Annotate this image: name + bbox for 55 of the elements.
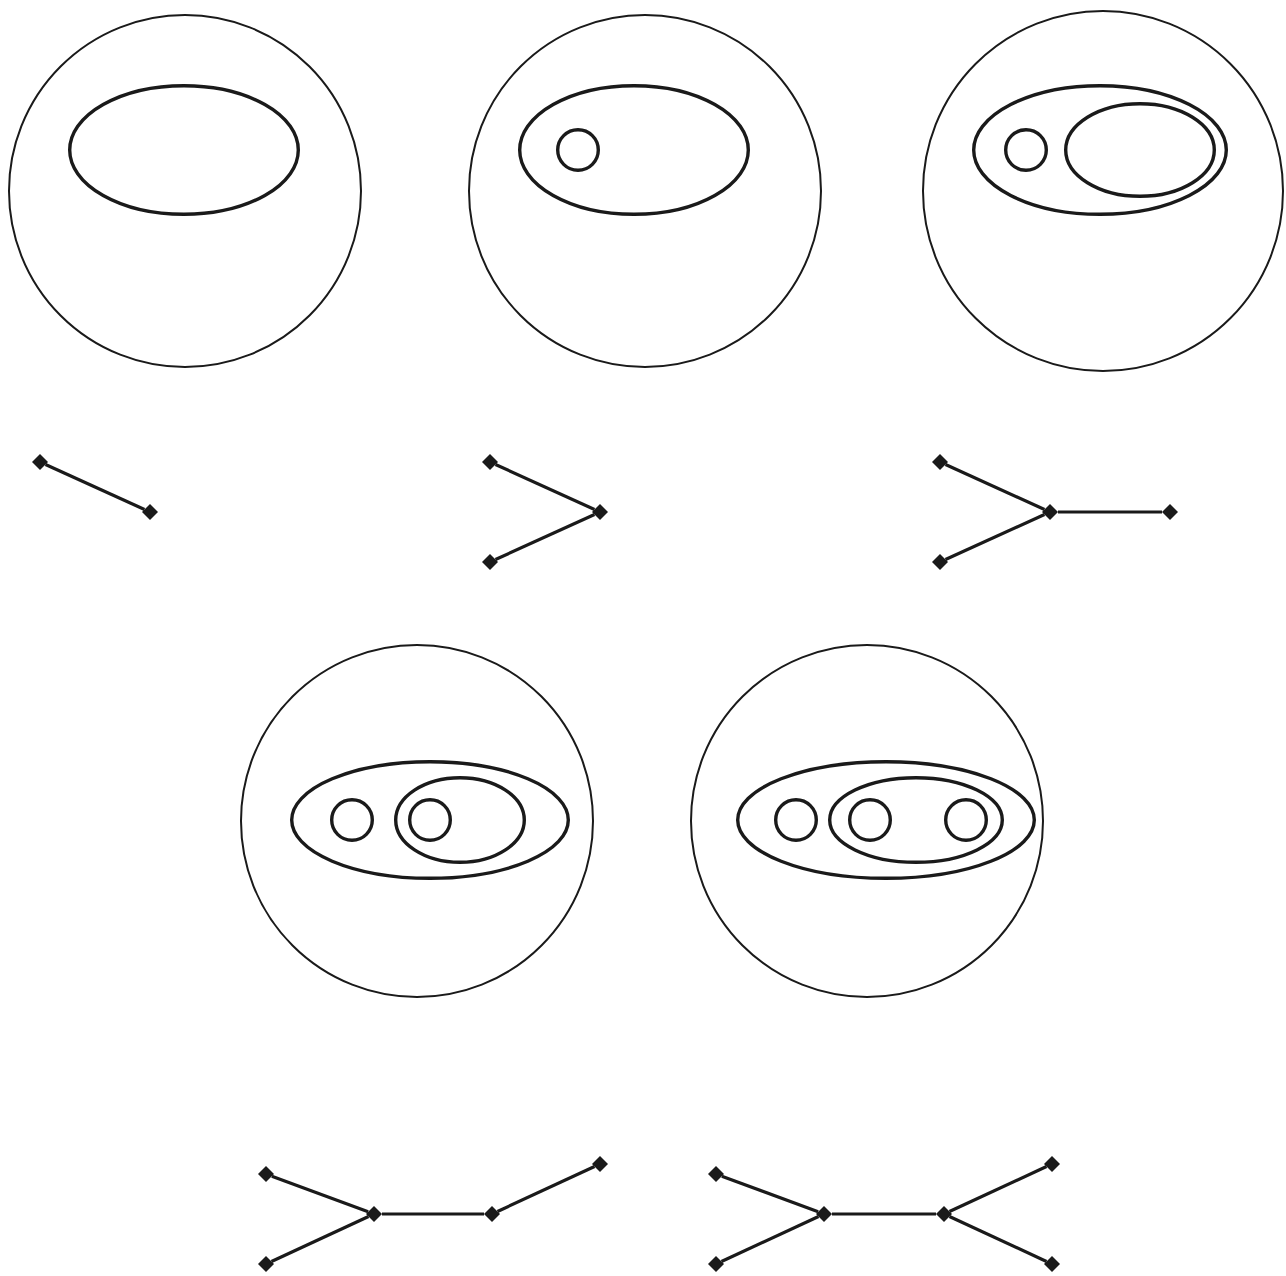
- circle-outline: [922, 10, 1284, 372]
- tree-vertex: [366, 1206, 382, 1222]
- circle-outline: [848, 798, 892, 842]
- tree-edge: [944, 463, 1046, 511]
- ellipse-outline: [68, 84, 300, 216]
- tree-edge: [496, 1165, 596, 1213]
- tree-vertex: [708, 1256, 724, 1272]
- tree-vertex: [932, 554, 948, 570]
- circle-outline: [408, 798, 452, 842]
- circle-outline: [1004, 128, 1048, 172]
- ellipse-outline: [394, 776, 526, 864]
- tree-edge: [494, 513, 596, 561]
- ellipse-outline: [828, 776, 1004, 864]
- circle-outline: [468, 14, 822, 368]
- tree-edge: [944, 513, 1046, 561]
- ellipse-outline: [290, 760, 570, 880]
- tree-vertex: [1162, 504, 1178, 520]
- tree-vertex: [1042, 504, 1058, 520]
- tree-edge: [948, 1165, 1048, 1213]
- tree-vertex: [258, 1256, 274, 1272]
- tree-vertex: [816, 1206, 832, 1222]
- tree-vertex: [932, 454, 948, 470]
- tree-vertex: [592, 504, 608, 520]
- tree-vertex: [32, 454, 48, 470]
- tree-vertex: [1044, 1156, 1060, 1172]
- circle-outline: [330, 798, 374, 842]
- circle-outline: [774, 798, 818, 842]
- tree-vertex: [484, 1206, 500, 1222]
- tree-vertex: [142, 504, 158, 520]
- circle-outline: [690, 644, 1044, 998]
- ellipse-outline: [518, 84, 750, 216]
- tree-vertex: [708, 1166, 724, 1182]
- tree-vertex: [936, 1206, 952, 1222]
- tree-edge: [948, 1215, 1048, 1263]
- ellipse-outline: [736, 760, 1036, 880]
- tree-vertex: [258, 1166, 274, 1182]
- tree-edge: [271, 1174, 369, 1214]
- tree-edge: [494, 463, 596, 511]
- tree-vertex: [482, 454, 498, 470]
- tree-edge: [270, 1215, 370, 1263]
- tree-edge: [721, 1174, 819, 1214]
- tree-edge: [1058, 510, 1162, 514]
- circle-outline: [556, 128, 600, 172]
- tree-edge: [832, 1212, 936, 1216]
- tree-vertex: [482, 554, 498, 570]
- circle-outline: [8, 14, 362, 368]
- tree-edge: [720, 1215, 820, 1263]
- tree-vertex: [592, 1156, 608, 1172]
- circle-outline: [944, 798, 988, 842]
- tree-vertex: [1044, 1256, 1060, 1272]
- circle-outline: [240, 644, 594, 998]
- ellipse-outline: [972, 84, 1228, 216]
- tree-edge: [44, 463, 146, 511]
- tree-edge: [382, 1212, 484, 1216]
- ellipse-outline: [1064, 102, 1216, 198]
